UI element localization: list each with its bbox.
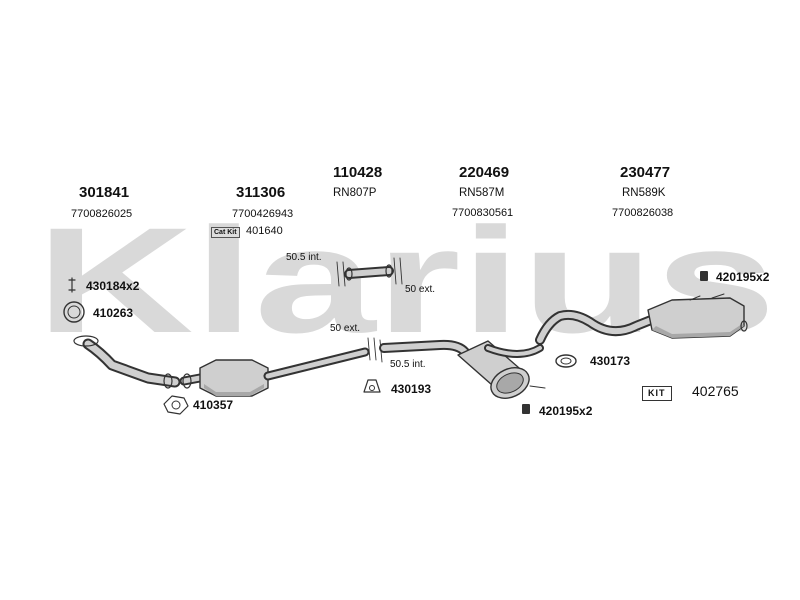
kit-code: 402765 <box>692 383 739 399</box>
part-number-110428: 110428 <box>333 164 383 181</box>
flange-gasket-part-label: 410357 <box>193 398 234 412</box>
flange-gasket-icon <box>163 395 189 415</box>
connector-sleeve-110428 <box>336 257 403 287</box>
part-number-230477: 230477 <box>620 164 671 181</box>
part-number-311306: 311306 <box>236 184 286 201</box>
front-pipe-301841 <box>73 335 181 389</box>
clamp-icon <box>68 277 76 293</box>
gasket-ring-part-label: 410263 <box>93 306 134 320</box>
dimension-note-mid-left: 50 ext. <box>330 323 361 334</box>
oe-number-220469: RN587M <box>459 187 505 199</box>
oe-number-301841: 7700826025 <box>71 208 133 220</box>
middle-silencer-220469 <box>379 339 546 399</box>
rear-silencer-230477 <box>535 293 748 345</box>
hanger-rear-bottom-part-label: 420195x2 <box>539 404 593 418</box>
brand-watermark-text: Klarius <box>36 214 776 364</box>
kit-badge: KIT <box>642 386 672 401</box>
dimension-note-mid-right: 50.5 int. <box>390 359 426 370</box>
part-number-220469: 220469 <box>459 164 510 181</box>
hanger-icon-rear-bottom <box>522 404 530 414</box>
cat-kit-badge: Cat Kit <box>211 227 240 238</box>
oe-number-230477-alt: 7700826038 <box>612 207 674 219</box>
oe-number-220469-alt: 7700830561 <box>452 207 514 219</box>
oe-number-230477: RN589K <box>622 187 666 199</box>
brand-watermark: Klarius <box>36 214 776 364</box>
hanger-rear-top-part-label: 420195x2 <box>716 270 770 284</box>
part-number-301841: 301841 <box>79 184 130 201</box>
hanger-mid-part-label: 430193 <box>391 382 432 396</box>
dimension-note-top-right: 50 ext. <box>405 284 436 295</box>
oe-number-311306: 7700426943 <box>232 208 294 220</box>
dimension-note-top-left: 50.5 int. <box>286 252 322 263</box>
cat-kit-code: 401640 <box>246 225 283 237</box>
oe-number-110428: RN807P <box>333 187 377 199</box>
rubber-ring-icon <box>555 354 577 368</box>
gasket-ring-icon <box>63 301 85 323</box>
hanger-icon-mid <box>363 379 381 393</box>
rubber-ring-part-label: 430173 <box>590 354 631 368</box>
catalytic-converter-311306 <box>179 347 370 397</box>
hanger-icon-rear-top <box>700 271 708 281</box>
clamp-part-label: 430184x2 <box>86 279 140 293</box>
